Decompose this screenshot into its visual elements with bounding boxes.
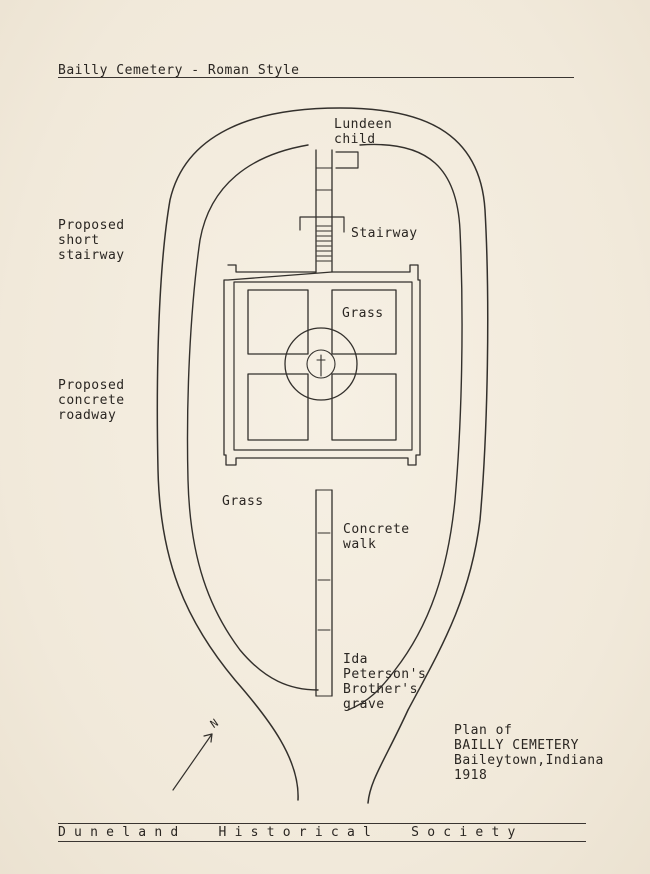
grass-bed-se (331, 373, 397, 441)
inner-road-boundary (186, 144, 319, 691)
footer-society: D u n e l a n d H i s t o r i c a l S o … (58, 825, 516, 840)
caption-line4: 1918 (454, 768, 488, 783)
label-ida-line3: Brother's (343, 682, 418, 697)
label-proposed-stairway-line2: short (58, 233, 100, 248)
label-ida-line1: Ida (343, 652, 368, 667)
footer-rule-bottom (58, 841, 586, 842)
stairway-steps (316, 225, 332, 262)
lundeen-grave-marker (335, 151, 359, 169)
grass-bed-sw (247, 373, 309, 441)
grass-bed-ne (331, 289, 397, 355)
label-ida-petersons-brothers-grave: Ida Peterson's Brother's grave (343, 652, 426, 712)
label-proposed-roadway-line2: concrete (58, 393, 125, 408)
label-proposed-stairway: Proposed short stairway (58, 218, 125, 263)
label-concrete-walk-line2: walk (343, 537, 377, 552)
plan-caption: Plan of BAILLY CEMETERY Baileytown,India… (454, 723, 604, 783)
label-concrete-walk-line1: Concrete (343, 522, 410, 537)
label-proposed-roadway-line3: roadway (58, 408, 117, 423)
central-monument (306, 349, 336, 379)
north-arrow-shaft (172, 733, 213, 791)
grass-bed-nw (247, 289, 309, 355)
inner-road-boundary-right (347, 143, 463, 711)
label-lundeen-line2: child (334, 132, 376, 147)
plot-inner-wall (233, 281, 413, 451)
caption-line1: Plan of (454, 723, 513, 738)
label-ida-line2: Peterson's (343, 667, 427, 682)
label-proposed-stairway-line1: Proposed (58, 218, 125, 233)
label-proposed-roadway: Proposed concrete roadway (58, 378, 125, 423)
caption-line3: Baileytown,Indiana (454, 753, 604, 768)
north-arrow-head (203, 733, 213, 743)
caption-line2: BAILLY CEMETERY (454, 738, 579, 753)
label-proposed-stairway-line3: stairway (58, 248, 125, 263)
plot-outer-wall (223, 264, 421, 466)
header-rule (58, 77, 574, 78)
label-grass-inner: Grass (342, 306, 384, 321)
label-ida-line4: grave (343, 697, 385, 712)
label-lundeen-child: Lundeen child (334, 117, 392, 147)
label-grass-outer: Grass (222, 494, 264, 509)
central-circle (284, 327, 358, 401)
footer-rule-top (58, 823, 586, 824)
stairway-box (299, 216, 345, 233)
label-stairway: Stairway (351, 226, 418, 241)
outer-road-boundary (156, 107, 489, 804)
page-title: Bailly Cemetery - Roman Style (58, 63, 300, 78)
label-lundeen-line1: Lundeen (334, 117, 393, 132)
label-concrete-walk: Concrete walk (343, 522, 410, 552)
label-proposed-roadway-line1: Proposed (58, 378, 125, 393)
